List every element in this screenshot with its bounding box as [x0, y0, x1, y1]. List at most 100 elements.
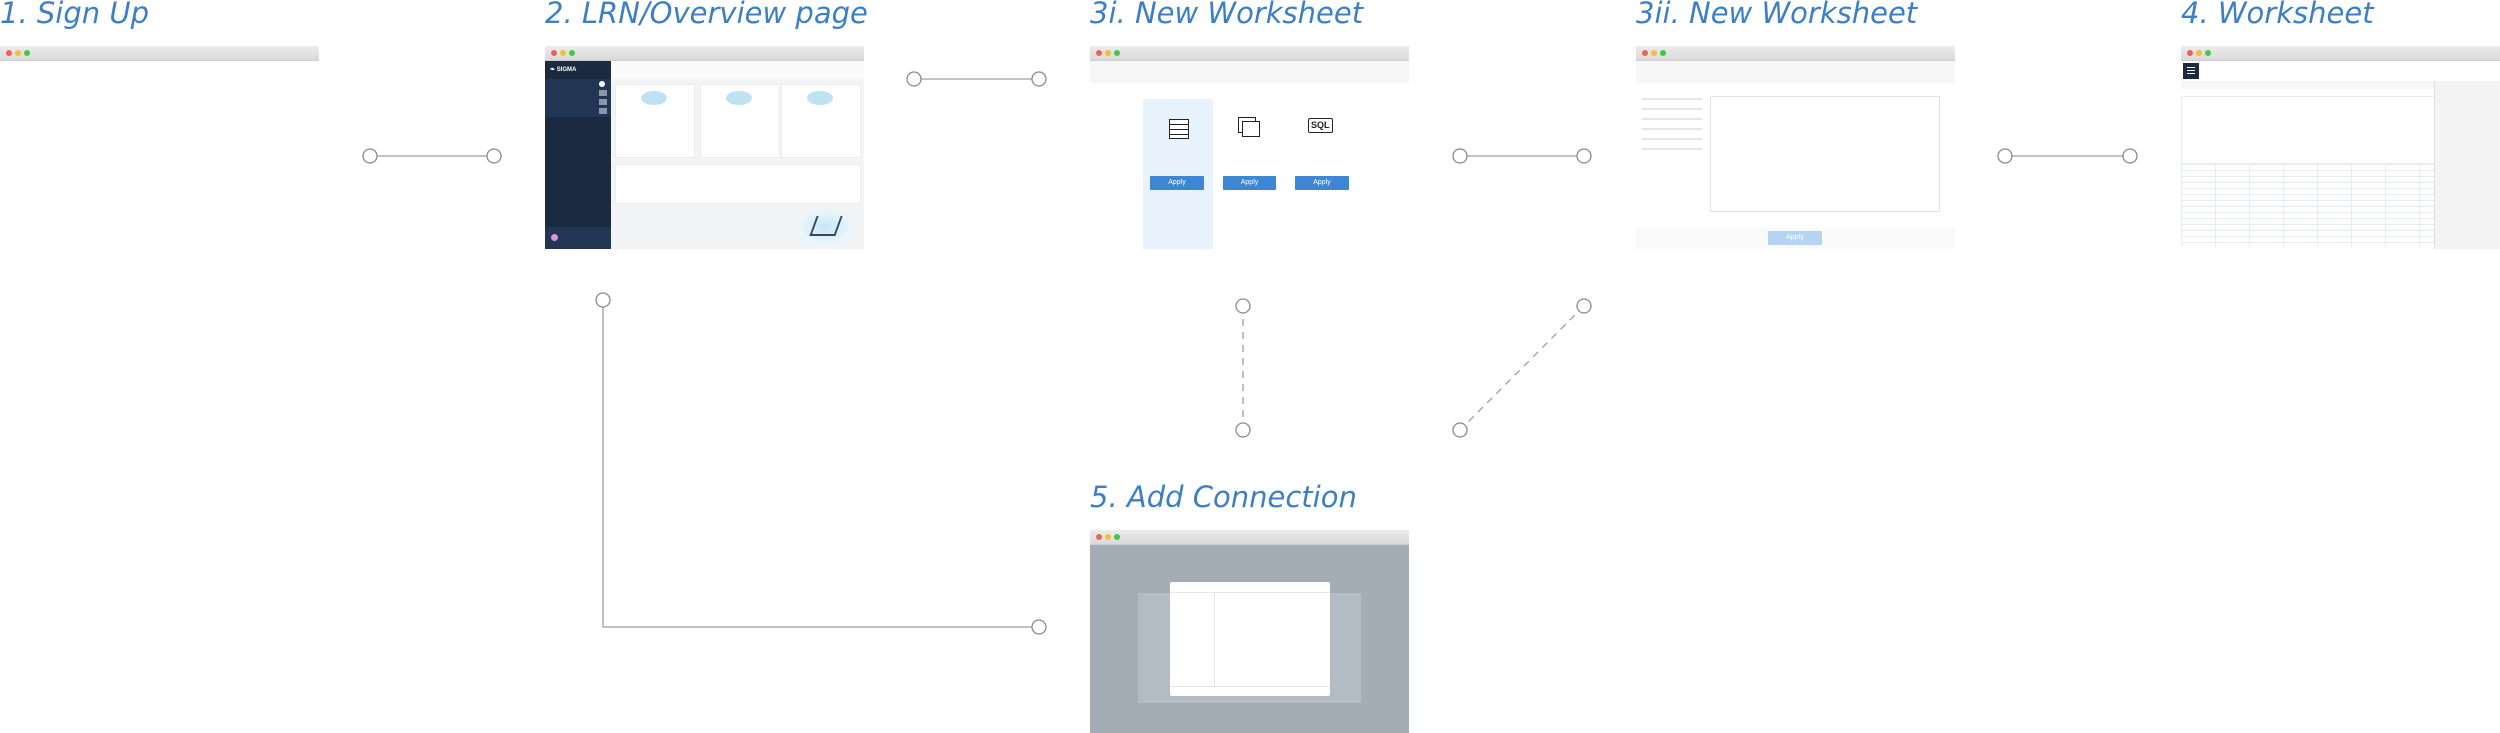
list-item[interactable]: [1642, 118, 1702, 120]
sign-up-window[interactable]: [0, 46, 319, 62]
overview-card[interactable]: [700, 84, 780, 158]
connector-node[interactable]: [1452, 148, 1468, 164]
overview-panel: [615, 164, 861, 204]
overview-window[interactable]: ❧ SIGMA: [545, 46, 864, 249]
worksheet-grid: [2181, 164, 2434, 246]
list-item[interactable]: [1642, 128, 1702, 130]
modal-divider: [1214, 593, 1215, 686]
worksheet-window[interactable]: [2181, 46, 2500, 249]
connector-node[interactable]: [1997, 148, 2013, 164]
step-title-new-worksheet-ii: 3ii. New Worksheet: [1636, 0, 1918, 30]
close-dot-icon[interactable]: [551, 50, 557, 56]
step-title-overview: 2. LRN/Overview page: [545, 0, 868, 30]
illustration-mark-icon: [809, 216, 843, 236]
sigma-bird-icon: ❧: [550, 67, 556, 73]
overview-topbar: [611, 61, 864, 79]
list-item[interactable]: [1642, 108, 1702, 110]
close-dot-icon[interactable]: [2187, 50, 2193, 56]
sidebar: ❧ SIGMA: [545, 61, 611, 249]
minimize-dot-icon[interactable]: [15, 50, 21, 56]
rail-button[interactable]: [599, 99, 607, 105]
apply-button[interactable]: Apply: [1150, 176, 1204, 190]
overview-illustration: [795, 208, 855, 246]
step-title-worksheet: 4. Worksheet: [2181, 0, 2374, 30]
close-dot-icon[interactable]: [1096, 534, 1102, 540]
connector-node[interactable]: [1031, 619, 1047, 635]
connector-node[interactable]: [906, 71, 922, 87]
table-icon: [1169, 119, 1189, 139]
worksheet-header-panel: [2181, 96, 2436, 164]
worksheet-toolbar: [2181, 81, 2500, 89]
maximize-dot-icon[interactable]: [1114, 534, 1120, 540]
connector-node[interactable]: [595, 292, 611, 308]
minimize-dot-icon[interactable]: [560, 50, 566, 56]
worksheet-option-table[interactable]: Apply: [1143, 99, 1213, 249]
apply-button[interactable]: Apply: [1295, 176, 1349, 190]
modal-header: [1170, 592, 1330, 593]
apply-button[interactable]: Apply: [1223, 176, 1276, 190]
rail-button[interactable]: [599, 108, 607, 114]
new-worksheet-ii-window[interactable]: Apply: [1636, 46, 1955, 249]
list-item[interactable]: [1642, 138, 1702, 140]
maximize-dot-icon[interactable]: [1660, 50, 1666, 56]
connector-node[interactable]: [1235, 298, 1251, 314]
list-item[interactable]: [1642, 98, 1702, 100]
copy-icon-back: [1242, 121, 1260, 137]
step-title-add-connection: 5. Add Connection: [1090, 480, 1357, 514]
avatar[interactable]: [551, 234, 558, 241]
close-dot-icon[interactable]: [1096, 50, 1102, 56]
new-worksheet-i-window[interactable]: Apply Apply SQL Apply: [1090, 46, 1409, 249]
connector-node[interactable]: [486, 148, 502, 164]
window-titlebar: [1090, 46, 1409, 61]
add-connection-window[interactable]: [1090, 530, 1409, 733]
rail-button[interactable]: [599, 81, 605, 87]
connector-node[interactable]: [1031, 71, 1047, 87]
step-title-new-worksheet-i: 3i. New Worksheet: [1090, 0, 1364, 30]
connector-node[interactable]: [362, 148, 378, 164]
sidebar-header: ❧ SIGMA: [550, 66, 576, 73]
window-titlebar: [545, 46, 864, 61]
menu-icon[interactable]: [2183, 63, 2199, 79]
minimize-dot-icon[interactable]: [1651, 50, 1657, 56]
sidebar-rail: [599, 81, 607, 121]
worksheet-side-panel: [2434, 81, 2500, 249]
window-toolbar: [1090, 61, 1409, 83]
apply-button-disabled[interactable]: Apply: [1768, 231, 1822, 245]
minimize-dot-icon[interactable]: [2196, 50, 2202, 56]
connection-modal[interactable]: [1170, 582, 1330, 696]
step-title-sign-up: 1. Sign Up: [0, 0, 149, 30]
connector-overview-add-connection: [602, 300, 1039, 628]
window-toolbar: [1636, 61, 1955, 83]
minimize-dot-icon[interactable]: [1105, 534, 1111, 540]
connector-worksheet-ii-add-connection: [1459, 305, 1585, 431]
minimize-dot-icon[interactable]: [1105, 50, 1111, 56]
connector-node[interactable]: [1235, 422, 1251, 438]
connector-node[interactable]: [2122, 148, 2138, 164]
overview-card[interactable]: [615, 84, 695, 158]
overview-card[interactable]: [781, 84, 861, 158]
connector-node[interactable]: [1576, 148, 1592, 164]
modal-footer: [1170, 686, 1330, 687]
preview-panel: [1710, 96, 1940, 212]
maximize-dot-icon[interactable]: [1114, 50, 1120, 56]
close-dot-icon[interactable]: [1642, 50, 1648, 56]
connection-list: [1642, 96, 1706, 156]
window-titlebar: [1090, 530, 1409, 545]
sidebar-footer: [545, 227, 611, 249]
rail-button[interactable]: [599, 90, 607, 96]
worksheet-option-copy[interactable]: Apply: [1220, 99, 1280, 199]
maximize-dot-icon[interactable]: [24, 50, 30, 56]
connector-node[interactable]: [1452, 422, 1468, 438]
window-titlebar: [2181, 46, 2500, 61]
maximize-dot-icon[interactable]: [2205, 50, 2211, 56]
sql-icon: SQL: [1308, 118, 1333, 133]
window-titlebar: [1636, 46, 1955, 61]
close-dot-icon[interactable]: [6, 50, 12, 56]
window-titlebar: [0, 46, 319, 61]
list-item[interactable]: [1642, 148, 1702, 150]
maximize-dot-icon[interactable]: [569, 50, 575, 56]
card-illustration-icon: [726, 91, 752, 105]
connector-node[interactable]: [1576, 298, 1592, 314]
worksheet-option-sql[interactable]: SQL Apply: [1291, 99, 1353, 199]
